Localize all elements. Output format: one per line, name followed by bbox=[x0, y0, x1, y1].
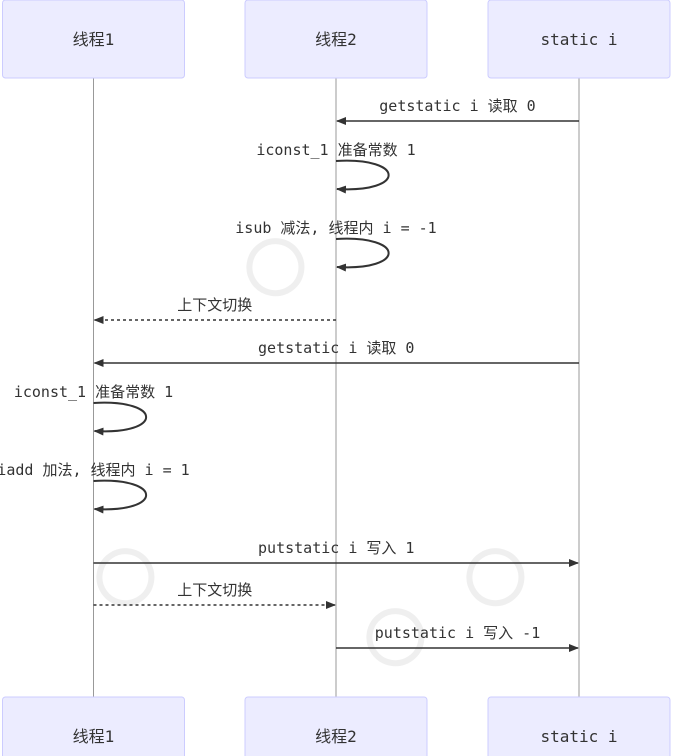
actors-bottom: 线程1 线程2 static i bbox=[2, 696, 671, 756]
watermark-logo bbox=[466, 548, 525, 607]
participant-label: static i bbox=[540, 727, 617, 746]
participant-si-bottom: static i bbox=[487, 696, 671, 756]
participant-t2-bottom: 线程2 bbox=[244, 696, 428, 756]
self-message-arrow bbox=[93, 479, 148, 514]
lifelines bbox=[93, 78, 580, 697]
message-8: 上下文切换 bbox=[93, 581, 336, 609]
participant-box bbox=[244, 0, 428, 79]
message-0: getstatic i 读取 0 bbox=[336, 97, 579, 125]
participant-box bbox=[244, 696, 428, 756]
message-label: getstatic i 读取 0 bbox=[379, 97, 535, 115]
message-5: iconst_1 准备常数 1 bbox=[14, 383, 173, 436]
participant-label: 线程2 bbox=[315, 30, 357, 49]
self-message-arrow bbox=[335, 159, 390, 194]
message-3: 上下文切换 bbox=[93, 296, 336, 324]
message-9: putstatic i 写入 -1 bbox=[336, 624, 579, 652]
participant-box bbox=[487, 0, 671, 79]
participant-t1-top: 线程1 bbox=[2, 0, 185, 79]
watermark-logo bbox=[96, 548, 155, 607]
message-label: 上下文切换 bbox=[177, 581, 252, 599]
message-2: isub 减法, 线程内 i = -1 bbox=[235, 219, 437, 272]
message-label: iadd 加法, 线程内 i = 1 bbox=[0, 461, 190, 479]
message-label: iconst_1 准备常数 1 bbox=[256, 141, 415, 159]
watermark-logo bbox=[366, 608, 425, 667]
message-1: iconst_1 准备常数 1 bbox=[256, 141, 416, 194]
message-label: isub 减法, 线程内 i = -1 bbox=[235, 219, 436, 237]
message-7: putstatic i 写入 1 bbox=[93, 539, 579, 567]
actors-top: 线程1 线程2 static i bbox=[2, 0, 671, 79]
watermark-logo bbox=[246, 238, 305, 297]
participant-t1-bottom: 线程1 bbox=[2, 696, 185, 756]
message-label: putstatic i 写入 1 bbox=[258, 539, 414, 557]
participant-t2-top: 线程2 bbox=[244, 0, 428, 79]
message-label: getstatic i 读取 0 bbox=[258, 339, 414, 357]
messages: getstatic i 读取 0 iconst_1 准备常数 1 isub 减法, … bbox=[0, 97, 579, 652]
participant-box bbox=[487, 696, 671, 756]
participant-box bbox=[2, 0, 185, 79]
watermark-layer bbox=[96, 238, 525, 667]
participant-label: static i bbox=[540, 30, 617, 49]
message-label: iconst_1 准备常数 1 bbox=[14, 383, 173, 401]
message-label: 上下文切换 bbox=[177, 296, 252, 314]
participant-label: 线程2 bbox=[315, 727, 357, 746]
participant-label: 线程1 bbox=[73, 30, 115, 49]
participant-label: 线程1 bbox=[73, 727, 115, 746]
self-message-arrow bbox=[335, 237, 390, 272]
message-4: getstatic i 读取 0 bbox=[93, 339, 579, 367]
participant-si-top: static i bbox=[487, 0, 671, 79]
participant-box bbox=[2, 696, 185, 756]
self-message-arrow bbox=[93, 401, 148, 436]
message-label: putstatic i 写入 -1 bbox=[375, 624, 540, 642]
message-6: iadd 加法, 线程内 i = 1 bbox=[0, 461, 190, 514]
